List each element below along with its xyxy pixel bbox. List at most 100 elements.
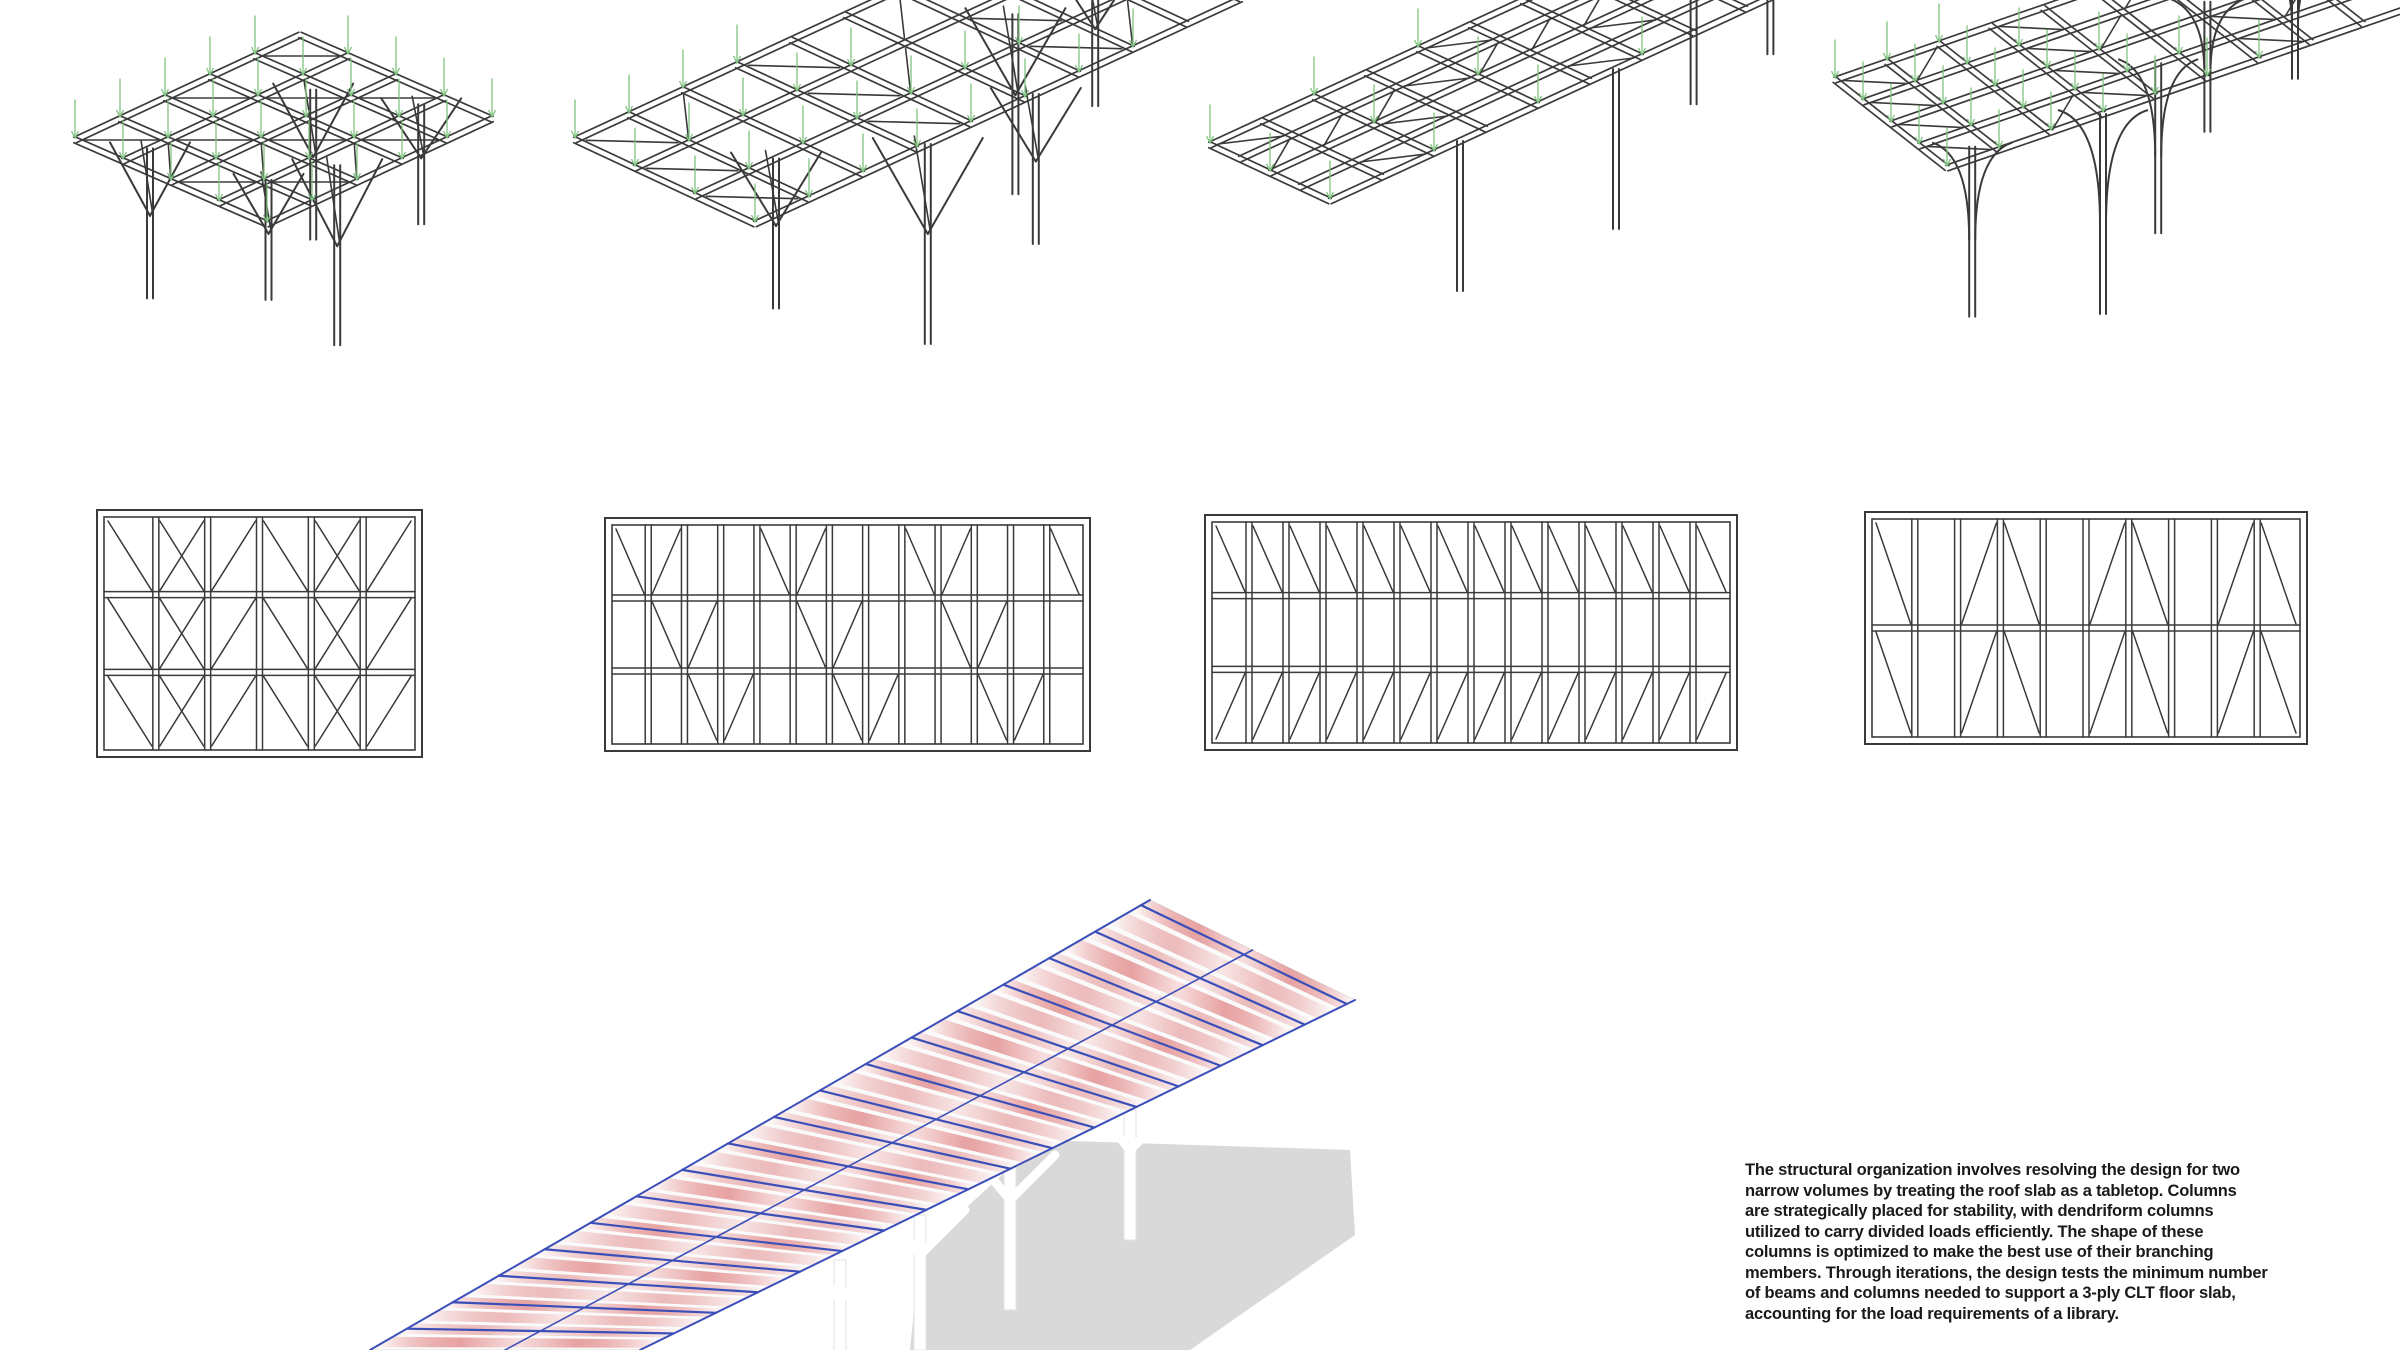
brace xyxy=(977,601,1008,668)
load-arrow-icon xyxy=(439,57,449,98)
plan-outline xyxy=(1204,514,1738,751)
load-arrow-icon xyxy=(1473,36,1483,77)
beam-edge xyxy=(123,57,351,165)
beam-edge xyxy=(1297,0,1701,186)
arrow-head xyxy=(1205,135,1215,145)
column xyxy=(2057,109,2149,315)
beam-edge xyxy=(683,86,866,173)
description-line: are strategically placed for stability, … xyxy=(1745,1202,2214,1220)
brace xyxy=(687,674,718,741)
stress-analysis-model xyxy=(368,899,1357,1350)
arrow-head xyxy=(1962,56,1972,66)
load-arrow-icon xyxy=(1309,56,1319,97)
load-arrow-icon xyxy=(2098,73,2108,114)
brace xyxy=(1323,114,1343,146)
load-arrow-icon xyxy=(487,78,497,119)
load-arrow-icon xyxy=(442,99,452,140)
column xyxy=(1123,1109,1137,1241)
branch xyxy=(2057,109,2101,225)
beam-edge xyxy=(1327,0,1761,200)
arrow-head xyxy=(2042,60,2052,70)
arrow-head xyxy=(2098,104,2108,114)
load-arrow-icon xyxy=(397,120,407,161)
column xyxy=(989,85,1082,245)
beam-edge xyxy=(572,141,755,228)
load-arrow-icon xyxy=(118,120,128,161)
description-text: The structural organization involves res… xyxy=(1745,1160,2305,1324)
load-arrow-icon xyxy=(732,24,742,65)
load-arrow-icon xyxy=(1128,8,1138,49)
arrow-head xyxy=(732,55,742,65)
load-arrow-icon xyxy=(2014,7,2024,48)
brace xyxy=(262,675,309,747)
beam-edge xyxy=(2040,9,2154,100)
brace xyxy=(2210,15,2276,21)
load-arrow-icon xyxy=(1942,127,1952,168)
beam-edge xyxy=(1717,0,1746,13)
arrow-head xyxy=(1858,92,1868,102)
arrow-head xyxy=(966,114,976,124)
beam-edge xyxy=(1988,27,2102,118)
beam-edge xyxy=(162,99,357,186)
arrow-head xyxy=(1128,39,1138,49)
brace xyxy=(1400,525,1431,593)
brace xyxy=(1916,47,1938,81)
beam-edge xyxy=(165,94,360,181)
brace xyxy=(366,520,412,592)
load-arrow-icon xyxy=(906,55,916,96)
beam-edge xyxy=(1919,0,2353,150)
column xyxy=(1075,0,1116,108)
load-arrow-icon xyxy=(1413,8,1423,49)
brace xyxy=(2238,37,2304,43)
load-arrow-icon xyxy=(690,155,700,196)
load-arrow-icon xyxy=(1020,58,1030,99)
beam-edge xyxy=(1832,81,1946,172)
brace xyxy=(747,64,841,69)
load-arrow-icon xyxy=(1637,16,1647,57)
brace xyxy=(314,675,360,747)
branch xyxy=(835,1250,890,1305)
load-arrow-icon xyxy=(1962,25,1972,66)
load-arrow-icon xyxy=(2122,33,2132,74)
beam-edge xyxy=(1363,74,1486,133)
framing-plan xyxy=(96,509,423,758)
arrow-head xyxy=(1309,87,1319,97)
arrow-head xyxy=(301,109,311,119)
load-arrow-icon xyxy=(391,36,401,77)
arrow-head xyxy=(70,130,80,140)
brace xyxy=(1548,525,1579,593)
brace xyxy=(210,675,257,747)
beam-edge xyxy=(75,36,303,144)
arrow-head xyxy=(2070,82,2080,92)
column xyxy=(1003,1159,1017,1311)
beam-edge xyxy=(2305,0,2400,4)
brace xyxy=(262,520,309,592)
beam-edge xyxy=(752,0,1234,223)
load-arrow-icon xyxy=(208,78,218,119)
arrow-head xyxy=(2014,38,2024,48)
load-arrow-icon xyxy=(798,105,808,146)
beam-edge xyxy=(1262,117,1385,176)
load-arrow-icon xyxy=(301,78,311,119)
load-arrow-icon xyxy=(343,15,353,56)
brace xyxy=(1215,525,1246,593)
load-arrow-icon xyxy=(1990,47,2000,88)
plan-outline-inner xyxy=(1871,518,2301,738)
arrow-head xyxy=(2202,68,2212,78)
brace xyxy=(2260,522,2297,625)
arrow-head xyxy=(118,151,128,161)
branch xyxy=(2170,0,2206,74)
brace xyxy=(107,675,153,747)
brace xyxy=(832,674,863,741)
load-arrow-icon xyxy=(1369,84,1379,125)
arrow-head xyxy=(1966,118,1976,128)
beam-edge xyxy=(207,78,402,165)
load-arrow-icon xyxy=(2042,29,2052,70)
beam-edge xyxy=(635,0,1008,172)
arrow-head xyxy=(2018,100,2028,110)
arrow-head xyxy=(163,130,173,140)
beam-edge xyxy=(1210,0,1534,149)
description-line: The structural organization involves res… xyxy=(1745,1161,2240,1179)
branch xyxy=(1014,7,1067,97)
load-arrow-icon xyxy=(253,57,263,98)
